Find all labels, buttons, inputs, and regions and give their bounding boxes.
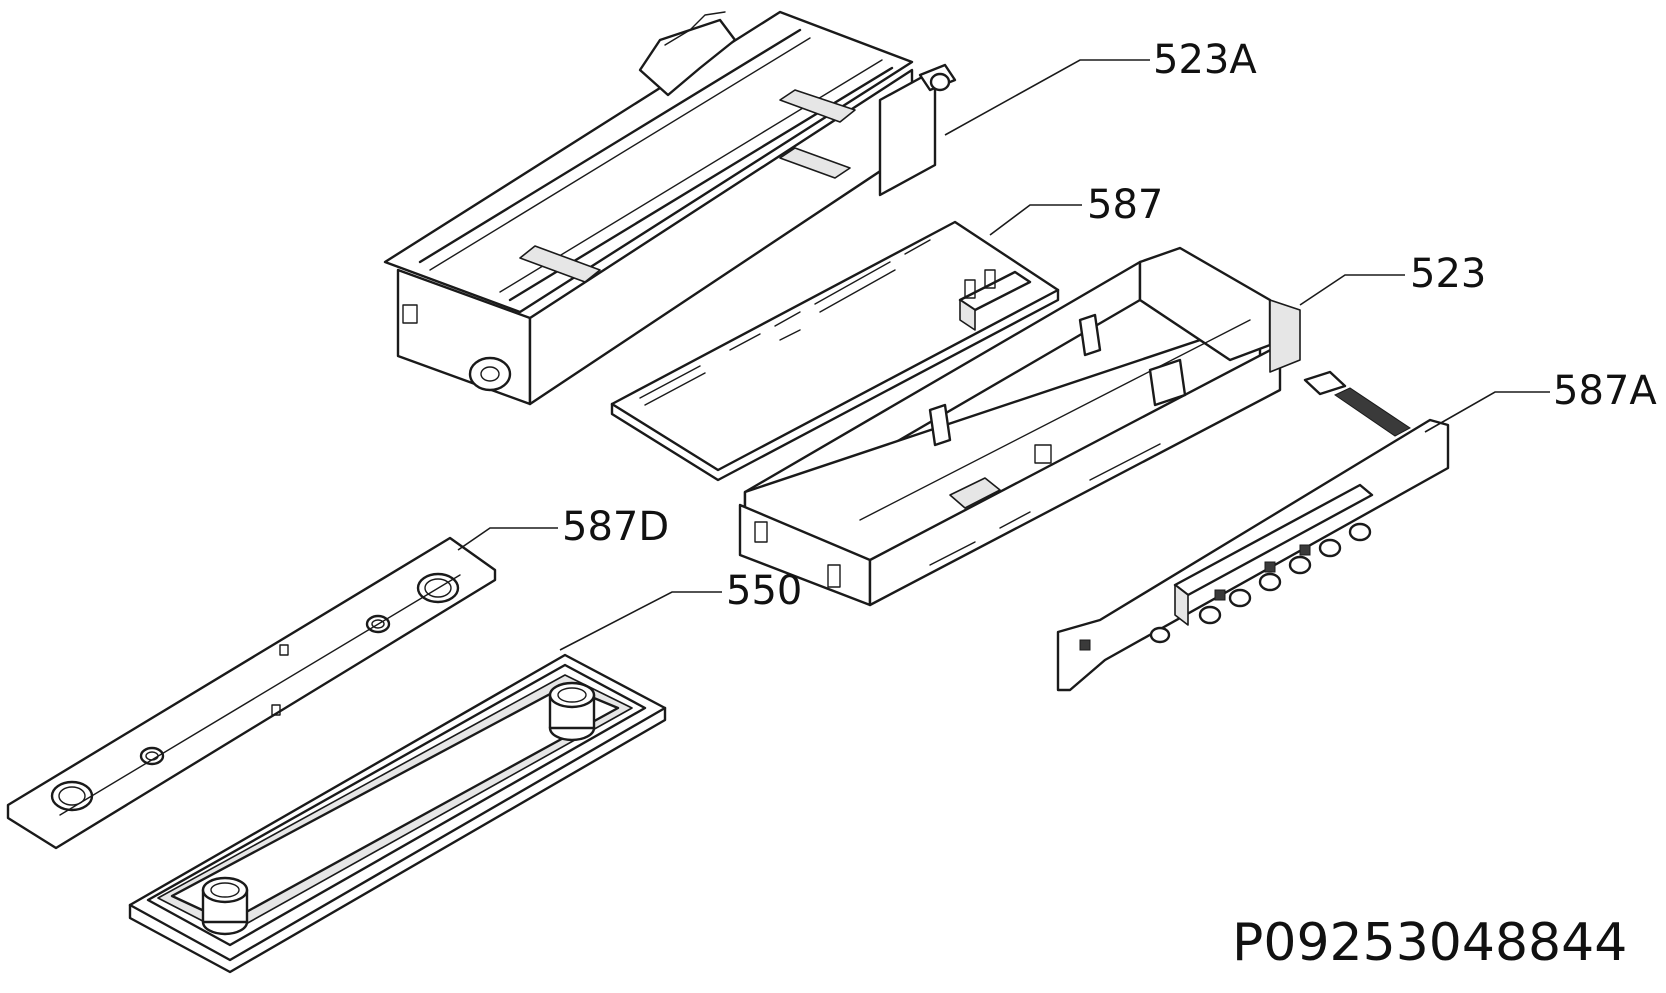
leader-523a [944,59,1150,136]
leader-587a [1424,391,1550,433]
callout-523: 523 [1410,251,1486,297]
part-587a-button-board [1056,370,1450,692]
leader-587 [989,204,1082,236]
part-550-cover [128,653,667,974]
drawing-code: P09253048844 [1232,913,1627,973]
leader-550 [559,591,722,651]
callout-587: 587 [1087,182,1163,228]
part-523a-housing [383,10,957,406]
callout-587a: 587A [1553,368,1657,414]
part-587d-membrane [6,536,497,850]
part-587-pcb [610,220,1060,482]
leader-lines [457,59,1550,651]
callout-550: 550 [726,568,802,614]
leader-523 [1299,274,1405,306]
part-523-frame [738,246,1301,607]
leader-587d [457,527,558,551]
callout-587d: 587D [562,504,669,550]
callout-523a: 523A [1153,37,1257,83]
